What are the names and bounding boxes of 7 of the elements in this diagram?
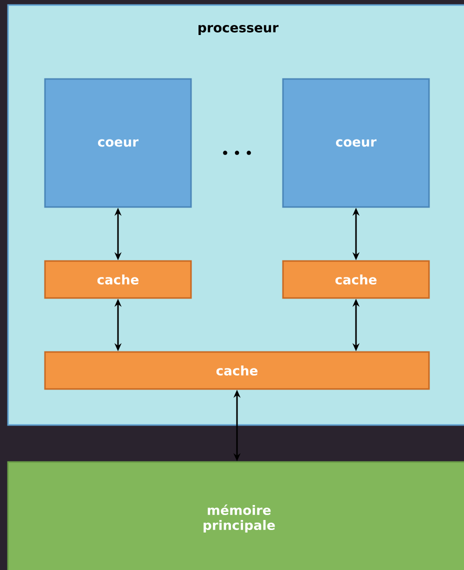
cache-box: cache — [282, 260, 430, 299]
memory-box: mémoire principale — [7, 461, 464, 570]
ellipsis-dots: • • • — [223, 150, 251, 155]
core-box: coeur — [282, 78, 430, 208]
core-box: coeur — [44, 78, 192, 208]
cache-box: cache — [44, 351, 430, 390]
cache-box: cache — [44, 260, 192, 299]
